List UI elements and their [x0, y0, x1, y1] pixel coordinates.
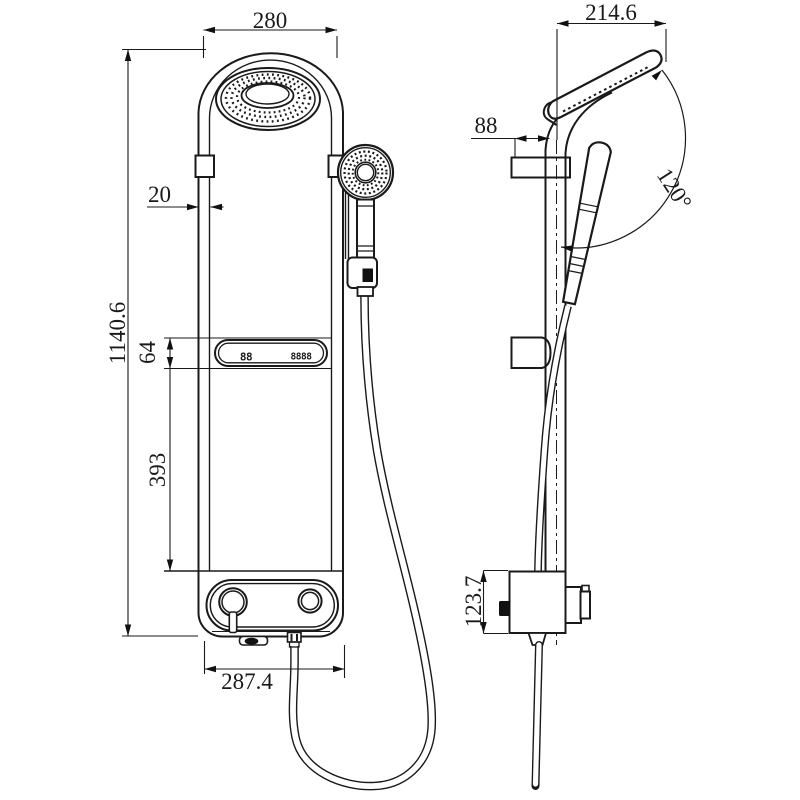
side-dimensions: 214.6 88 123.7	[461, 0, 667, 635]
rain-shower-head-icon	[215, 67, 321, 131]
front-view: 88 8888 280	[105, 8, 437, 791]
dim-display-height-label: 64	[135, 341, 160, 365]
dim-display-to-controls-label: 393	[145, 453, 170, 488]
dim-valve-height-label: 123.7	[461, 576, 486, 628]
temperature-knob	[218, 587, 248, 634]
drain-outlet	[238, 635, 269, 646]
dim-top-width-label: 280	[253, 8, 288, 33]
display-panel: 88 8888	[214, 339, 328, 367]
spray-face-nozzles	[562, 65, 651, 113]
shower-arm-head	[547, 49, 663, 120]
handheld-shower-front	[336, 143, 395, 297]
display-right-digits: 8888	[291, 352, 313, 363]
wall-bracket-top	[510, 156, 571, 179]
shower-hose-front	[288, 295, 437, 791]
slider-block-left	[194, 154, 215, 178]
dim-bottom-width-label: 287.4	[221, 669, 273, 694]
shower-hose-side-lower	[531, 641, 543, 790]
hand-shower-handle	[356, 198, 375, 265]
dim-head-angle-label: 120°	[652, 164, 697, 214]
shower-hose-side-upper	[534, 305, 572, 572]
side-column	[542, 91, 613, 572]
dim-overall-height-label: 1140.6	[105, 302, 130, 364]
control-panel	[205, 579, 339, 634]
front-panel-outline	[164, 52, 345, 638]
valve-outlet	[564, 586, 582, 624]
mixer-valve-body	[499, 570, 591, 646]
hose-nut	[286, 631, 302, 648]
display-left-digits: 88	[240, 351, 252, 364]
wall-bracket-mid	[510, 336, 552, 369]
dim-rail-width-label: 20	[148, 182, 171, 207]
front-dimensions: 280 1140.6 20 64 393	[105, 8, 346, 694]
hand-shower-holder	[346, 256, 378, 297]
dim-head-reach-label: 214.6	[585, 0, 637, 25]
valve-knob	[499, 601, 510, 616]
side-view: 120° 214.6 88 123.7	[461, 0, 697, 790]
dim-wall-offset-label: 88	[475, 113, 498, 138]
diverter-knob	[297, 588, 323, 614]
handheld-shower-side	[561, 141, 612, 306]
